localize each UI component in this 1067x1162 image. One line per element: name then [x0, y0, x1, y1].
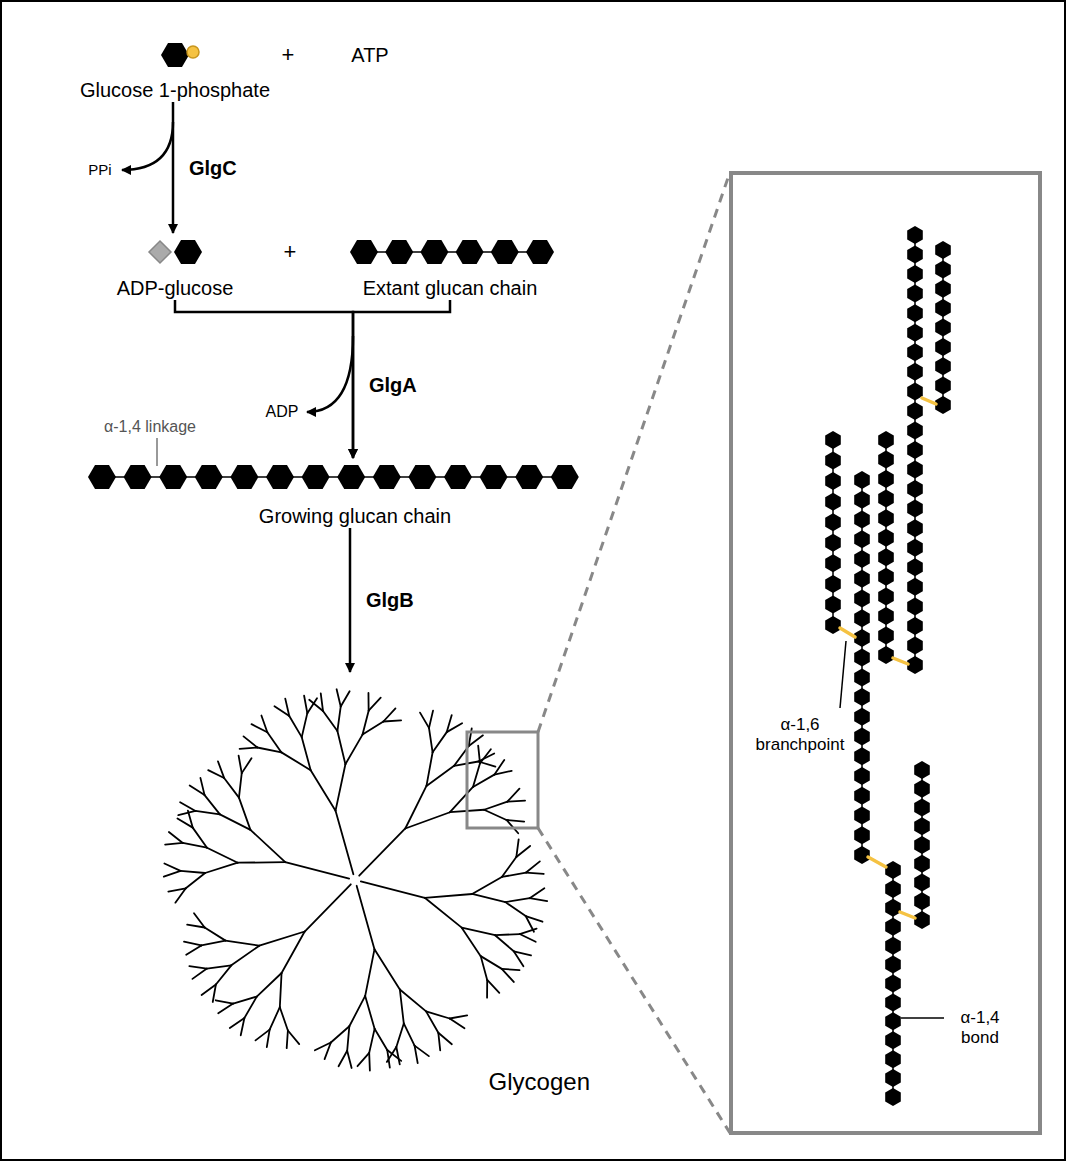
leader-line — [840, 641, 846, 708]
metabolite-node: Growing glucan chain — [105, 458, 605, 528]
reaction-arrow — [353, 300, 450, 458]
enzyme-label: GlgA — [369, 373, 417, 397]
node-text: ADP-glucose — [117, 276, 234, 300]
reaction-arrow — [349, 528, 352, 672]
node-text: Glycogen — [489, 1068, 590, 1096]
reaction-arrow — [175, 300, 353, 458]
node-text: Growing glucan chain — [259, 504, 451, 528]
inset-chains — [825, 226, 951, 1106]
inset-frame — [731, 173, 1040, 1133]
sugar-icons — [88, 43, 579, 489]
enzyme-label: GlgB — [366, 588, 414, 612]
annotation-label: + — [284, 239, 297, 265]
annotation-label: + — [282, 42, 295, 68]
zoom-line — [538, 172, 730, 732]
metabolite-node: Extant glucan chain — [340, 233, 560, 300]
glycogen-tree — [164, 689, 547, 1070]
node-text: Glucose 1-phosphate — [80, 78, 270, 102]
node-text: Extant glucan chain — [363, 276, 538, 300]
leader-line — [901, 1017, 944, 1019]
annotation-label: α-1,4 bond — [947, 1008, 1013, 1049]
annotation-label: ATP — [351, 43, 388, 67]
enzyme-label: GlgC — [189, 156, 237, 180]
metabolite-node: Glucose 1-phosphate — [70, 38, 280, 102]
annotation-label: ADP — [266, 402, 299, 421]
reaction-arrow — [172, 102, 175, 233]
leader-line — [156, 438, 158, 466]
zoom-box — [467, 732, 538, 828]
annotation-label: α-1,6 branchpoint — [748, 715, 852, 756]
side-arrow — [307, 336, 353, 412]
annotation-label: PPi — [88, 161, 111, 179]
side-arrow — [122, 122, 173, 170]
metabolite-node: ADP-glucose — [100, 233, 250, 300]
metabolite-node: Glycogen — [140, 672, 610, 1102]
annotation-label: α-1,4 linkage — [104, 417, 196, 436]
